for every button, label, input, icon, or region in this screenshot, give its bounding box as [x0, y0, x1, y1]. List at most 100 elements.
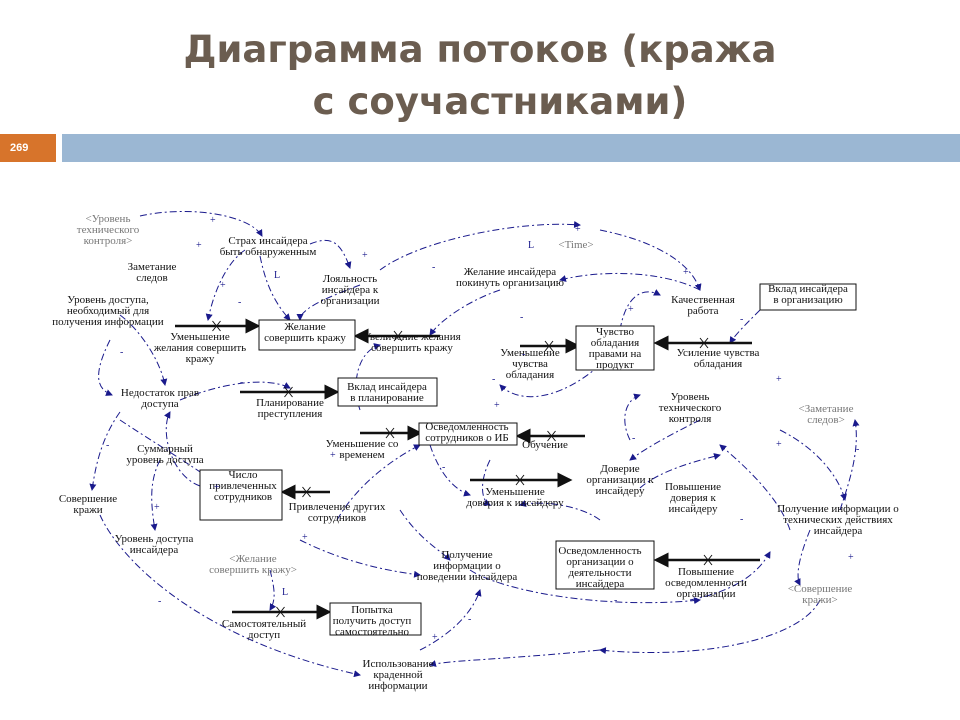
polarity-sign-9: + — [575, 224, 581, 235]
causal-arrow-9 — [119, 314, 168, 386]
polarity-sign-31: - — [468, 614, 471, 625]
polarity-sign-18: + — [214, 482, 220, 493]
slide-title: Диаграмма потоков (кража с соучастниками… — [0, 24, 960, 128]
causal-arrow-32 — [269, 569, 277, 611]
stock-osvedomlennost-org-box — [555, 540, 655, 590]
flow-valve-7 — [547, 430, 556, 442]
polarity-sign-35: - — [522, 349, 525, 360]
polarity-sign-11: + — [628, 304, 634, 315]
polarity-sign-34: - — [492, 374, 495, 385]
stock-vklad-plan-box — [337, 377, 438, 407]
polarity-sign-23: - — [856, 444, 859, 455]
causal-arrow-3 — [205, 249, 246, 321]
causal-arrow-39 — [624, 393, 641, 441]
polarity-sign-32: + — [432, 632, 438, 643]
flow-valve-9 — [515, 474, 525, 486]
polarity-sign-21: - — [442, 462, 445, 473]
causal-arrow-11 — [429, 289, 501, 336]
flow-valve-11 — [276, 606, 285, 618]
causal-links — [89, 211, 860, 678]
causal-arrow-31 — [299, 539, 421, 578]
causal-arrow-28 — [794, 529, 811, 586]
causal-arrow-13 — [619, 289, 661, 331]
causal-arrow-16 — [179, 381, 291, 401]
causal-arrow-10 — [98, 339, 113, 396]
polarity-sign-33: + — [494, 400, 500, 411]
causal-arrow-18 — [150, 459, 161, 531]
polarity-sign-20: + — [330, 450, 336, 461]
polarity-sign-17: - — [106, 440, 109, 451]
causal-arrow-1 — [139, 211, 263, 237]
causal-arrow-25 — [639, 453, 721, 489]
header-bar — [62, 134, 960, 162]
stock-chuvstvo-box — [575, 325, 655, 371]
flow-valve-10 — [703, 554, 713, 566]
flow-valve-2 — [393, 330, 403, 342]
polarity-sign-10: + — [683, 267, 689, 278]
flow-valve-1 — [212, 320, 221, 332]
polarity-signs: +++-L+-L+++---+--+++---+-+-+L--++-- — [106, 215, 859, 643]
polarity-sign-28: + — [302, 532, 308, 543]
causal-arrow-14 — [499, 364, 601, 398]
polarity-sign-1: + — [210, 215, 216, 226]
causal-arrow-20 — [336, 444, 421, 521]
causal-arrow-36 — [429, 649, 601, 667]
causal-arrow-27 — [779, 429, 847, 501]
polarity-sign-14: - — [740, 314, 743, 325]
causal-arrow-22 — [469, 569, 701, 605]
polarity-sign-2: + — [196, 240, 202, 251]
polarity-sign-5: L — [274, 270, 280, 281]
causal-arrow-19 — [164, 411, 201, 487]
stock-popytka-box — [329, 602, 422, 636]
causal-arrow-37 — [482, 459, 491, 506]
polarity-sign-24: + — [776, 439, 782, 450]
stock-osvedomlennost-ib-box — [418, 422, 518, 446]
slide-number: 269 — [0, 134, 56, 162]
flow-valve-6 — [385, 427, 395, 439]
flow-valve-3 — [544, 340, 554, 352]
causal-arrow-33 — [99, 514, 361, 678]
stock-zhelanie-box — [258, 319, 356, 351]
causal-arrow-30 — [399, 509, 451, 561]
polarity-sign-19: + — [154, 502, 160, 513]
causal-arrow-35 — [599, 599, 821, 655]
causal-arrow-21 — [429, 444, 471, 497]
header-band: 269 — [0, 134, 960, 162]
polarity-sign-27: - — [614, 595, 617, 606]
flow-valve-8 — [302, 486, 311, 498]
causal-arrow-24 — [719, 444, 791, 531]
causal-arrow-26 — [629, 419, 701, 461]
polarity-sign-6: + — [362, 250, 368, 261]
title-line-2: с соучастниками) — [312, 80, 688, 123]
polarity-sign-16: - — [240, 377, 243, 388]
